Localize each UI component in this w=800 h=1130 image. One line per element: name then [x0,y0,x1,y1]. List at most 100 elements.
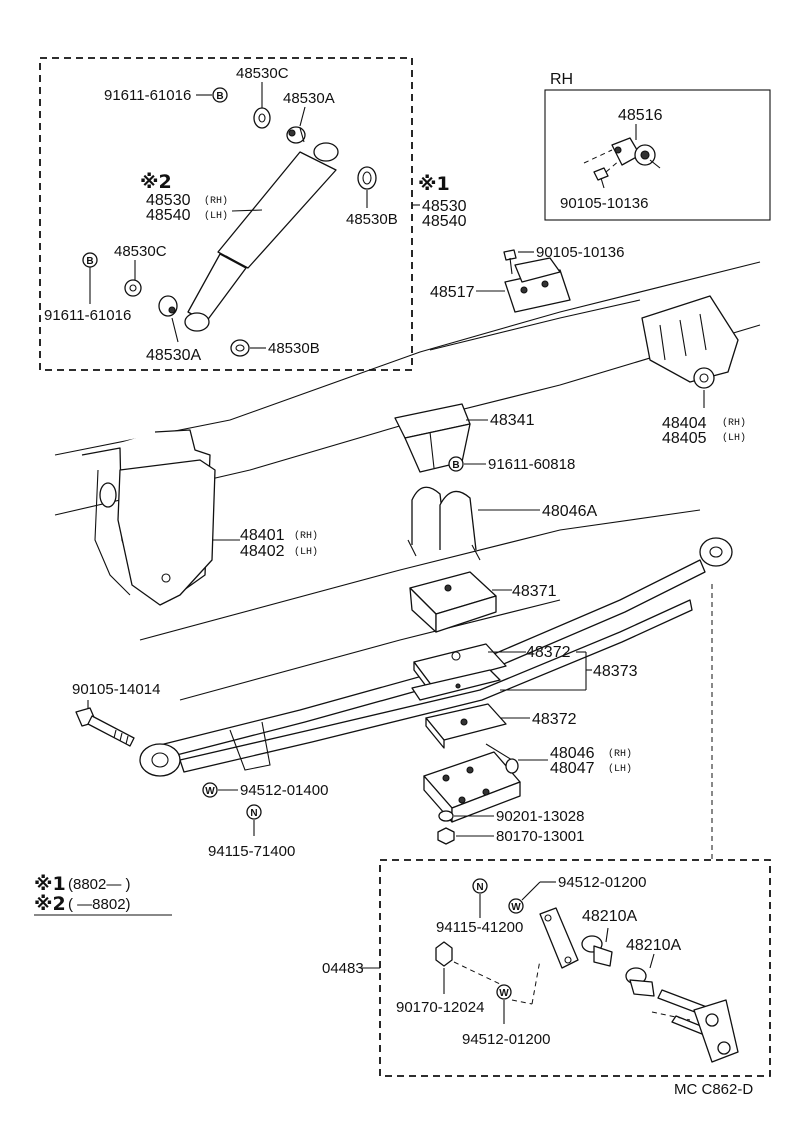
label-48516: 48516 [618,107,663,124]
shock-absorber [184,142,339,332]
label-48372-a: 48372 [526,644,571,661]
label-48530-right: 48530 [422,198,467,215]
legend-note-2: ( —8802) [68,896,131,913]
label-48517: 48517 [430,284,475,301]
circle-w-icon-01200-top: W [508,898,524,914]
label-48210A-a: 48210A [582,908,637,925]
circle-w-icon-01400: W [202,782,218,798]
bushing-48530C-bottom [124,279,142,297]
side-lh-48405: (LH) [722,432,746,444]
side-rh-48404: (RH) [722,417,746,429]
rh-box [544,89,771,221]
label-90105-14014: 90105-14014 [72,681,160,698]
label-48046: 48046 [550,745,595,762]
label-48404: 48404 [662,415,707,432]
label-48530A-top: 48530A [283,90,335,107]
label-94115-71400: 94115-71400 [208,843,295,860]
side-rh-48401: (RH) [294,530,318,542]
label-48530B-bottom: 48530B [268,340,320,357]
label-48530A-bottom: 48530A [146,347,201,364]
spring-bracket-48401 [81,429,216,606]
bushing-48530A-bottom [158,295,178,317]
bolt-90105-10136 [503,249,517,275]
side-lh-48047: (LH) [608,763,632,775]
rh-box-label: RH [550,71,573,88]
spring-seat-48046 [423,743,521,823]
svg-text:N: N [250,808,257,819]
side-rh-48046: (RH) [608,748,632,760]
label-48371: 48371 [512,583,557,600]
bushing-48530B-bottom [230,339,250,357]
label-90170-12024: 90170-12024 [396,999,484,1016]
label-48372-b: 48372 [532,711,577,728]
nut-90170-12024 [435,941,453,967]
label-48530C-bottom: 48530C [114,243,167,260]
bushing-48210A-b [625,967,655,997]
label-48401: 48401 [240,527,285,544]
label-48530-rh: 48530 [146,192,191,209]
label-91611-61016-top: 91611-61016 [104,87,191,104]
label-94512-01400: 94512-01400 [240,782,328,799]
circle-n-icon-41200: N [472,878,488,894]
label-48047: 48047 [550,760,595,777]
label-48046A: 48046A [542,503,597,520]
spring-hanger-48404 [641,295,739,389]
side-rh: (RH) [204,195,228,207]
label-90201-13028: 90201-13028 [496,808,584,825]
bolt-90105-10136-rh [593,167,609,189]
spacer-48373-lower [411,669,501,701]
label-48402: 48402 [240,543,285,560]
svg-text:B: B [86,256,93,267]
label-48373: 48373 [593,663,638,680]
bushing-48210A-a [581,935,613,967]
label-48530C-top: 48530C [236,65,289,82]
shackle-plate [539,907,579,969]
spacer-48372-lower [425,703,507,749]
leaf-spring [139,537,733,777]
bracket-48517 [504,257,571,313]
legend-mark-1: ※1 [34,873,66,895]
label-48540-right: 48540 [422,213,467,230]
label-04483: 04483 [322,960,364,977]
svg-text:W: W [499,988,509,999]
label-90105-10136: 90105-10136 [536,244,624,261]
label-94512-01200-bottom: 94512-01200 [462,1031,550,1048]
side-lh: (LH) [204,210,228,222]
label-48540-lh: 48540 [146,207,191,224]
circle-n-icon-71400: N [246,804,262,820]
circle-b-icon-lower: B [82,252,98,268]
legend-mark-2: ※2 [34,893,66,915]
u-bolt-48046A [407,486,481,561]
label-48530B-top: 48530B [346,211,398,228]
shock-absorber-group-box [39,57,413,371]
svg-text:N: N [476,882,483,893]
bushing-48530A-top [286,126,306,144]
bolt-90105-14014 [75,707,135,747]
diagram-code: MC C862-D [674,1081,753,1098]
svg-text:W: W [511,902,521,913]
label-91611-61016-bottom: 91611-61016 [44,307,131,324]
label-48210A-b: 48210A [626,937,681,954]
label-90105-10136-rh: 90105-10136 [560,195,648,212]
label-48341: 48341 [490,412,535,429]
circle-b-icon: B [212,87,228,103]
nut-80170-13001 [437,827,455,845]
note-mark-2: ※2 [140,171,172,193]
shackle-assembly [657,989,739,1063]
svg-text:W: W [205,786,215,797]
bracket-48516 [611,137,661,169]
label-48405: 48405 [662,430,707,447]
label-91611-60818: 91611-60818 [488,456,575,473]
label-80170-13001: 80170-13001 [496,828,584,845]
side-lh-48402: (LH) [294,546,318,558]
spring-seat-48371 [409,571,497,633]
legend-note-1: (8802— ) [68,876,131,893]
label-94512-01200-top: 94512-01200 [558,874,646,891]
bushing-48530B-top [357,166,377,190]
circle-b-icon-48341: B [448,456,464,472]
svg-text:B: B [216,91,223,102]
label-94115-41200: 94115-41200 [436,919,523,936]
circle-w-icon-01200-bottom: W [496,984,512,1000]
washer-90201-13028 [438,810,454,822]
